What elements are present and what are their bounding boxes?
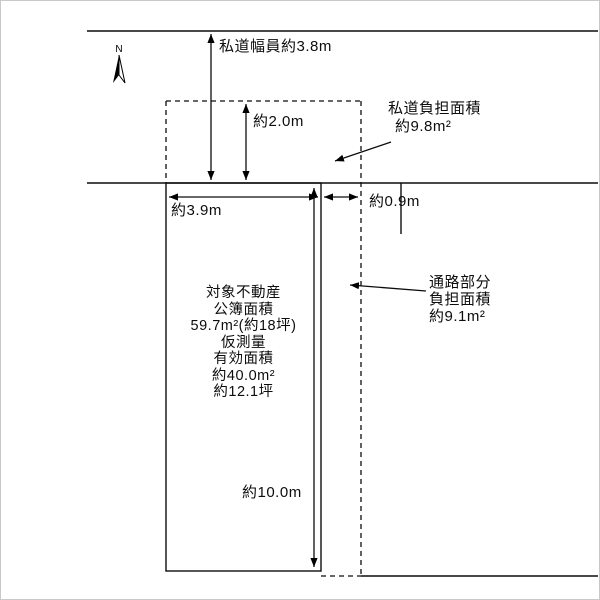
passage-burden-label-line3: 約9.1m² bbox=[429, 308, 486, 325]
lot-description: 対象不動産 公簿面積 59.7m²(約18坪) 仮測量 有効面積 約40.0m²… bbox=[167, 285, 320, 401]
passage-burden-label-line2: 負担面積 bbox=[429, 291, 492, 308]
lot-width-label: 約3.9m bbox=[171, 202, 222, 219]
north-compass-icon: N bbox=[113, 44, 126, 84]
lot-text-line7: 約12.1坪 bbox=[213, 384, 274, 400]
passage-burden-label-line1: 通路部分 bbox=[429, 274, 492, 291]
lot-depth-label: 約10.0m bbox=[242, 484, 302, 501]
passage-burden-pointer-arrow bbox=[349, 282, 427, 292]
compass-needle-light-half bbox=[118, 54, 126, 84]
lot-text-line5: 有効面積 bbox=[213, 351, 274, 367]
lot-text-line3: 59.7m²(約18坪) bbox=[190, 318, 297, 334]
lot-text-line4: 仮測量 bbox=[221, 334, 266, 351]
road-burden-label-line1: 私道負担面積 bbox=[388, 100, 482, 117]
dimension-arrows bbox=[169, 34, 358, 567]
lot-text-line2: 公簿面積 bbox=[213, 301, 274, 318]
road-burden-label-line2: 約9.8m² bbox=[395, 118, 452, 135]
lot-outline bbox=[165, 182, 322, 572]
dashed-burden-areas bbox=[165, 100, 362, 577]
setback-depth-label: 約2.0m bbox=[253, 113, 304, 130]
lot-text-line6: 約40.0m² bbox=[211, 367, 276, 384]
boundary-lines bbox=[87, 30, 598, 577]
passage-width-label: 約0.9m bbox=[369, 193, 420, 210]
compass-needle-dark-half bbox=[113, 55, 119, 83]
road-burden-pointer-arrow bbox=[334, 141, 392, 162]
callout-arrows bbox=[334, 141, 427, 292]
road-width-label: 私道幅員約3.8m bbox=[219, 38, 332, 55]
lot-text-line1: 対象不動産 bbox=[206, 285, 281, 301]
compass-n-label: N bbox=[115, 44, 122, 55]
